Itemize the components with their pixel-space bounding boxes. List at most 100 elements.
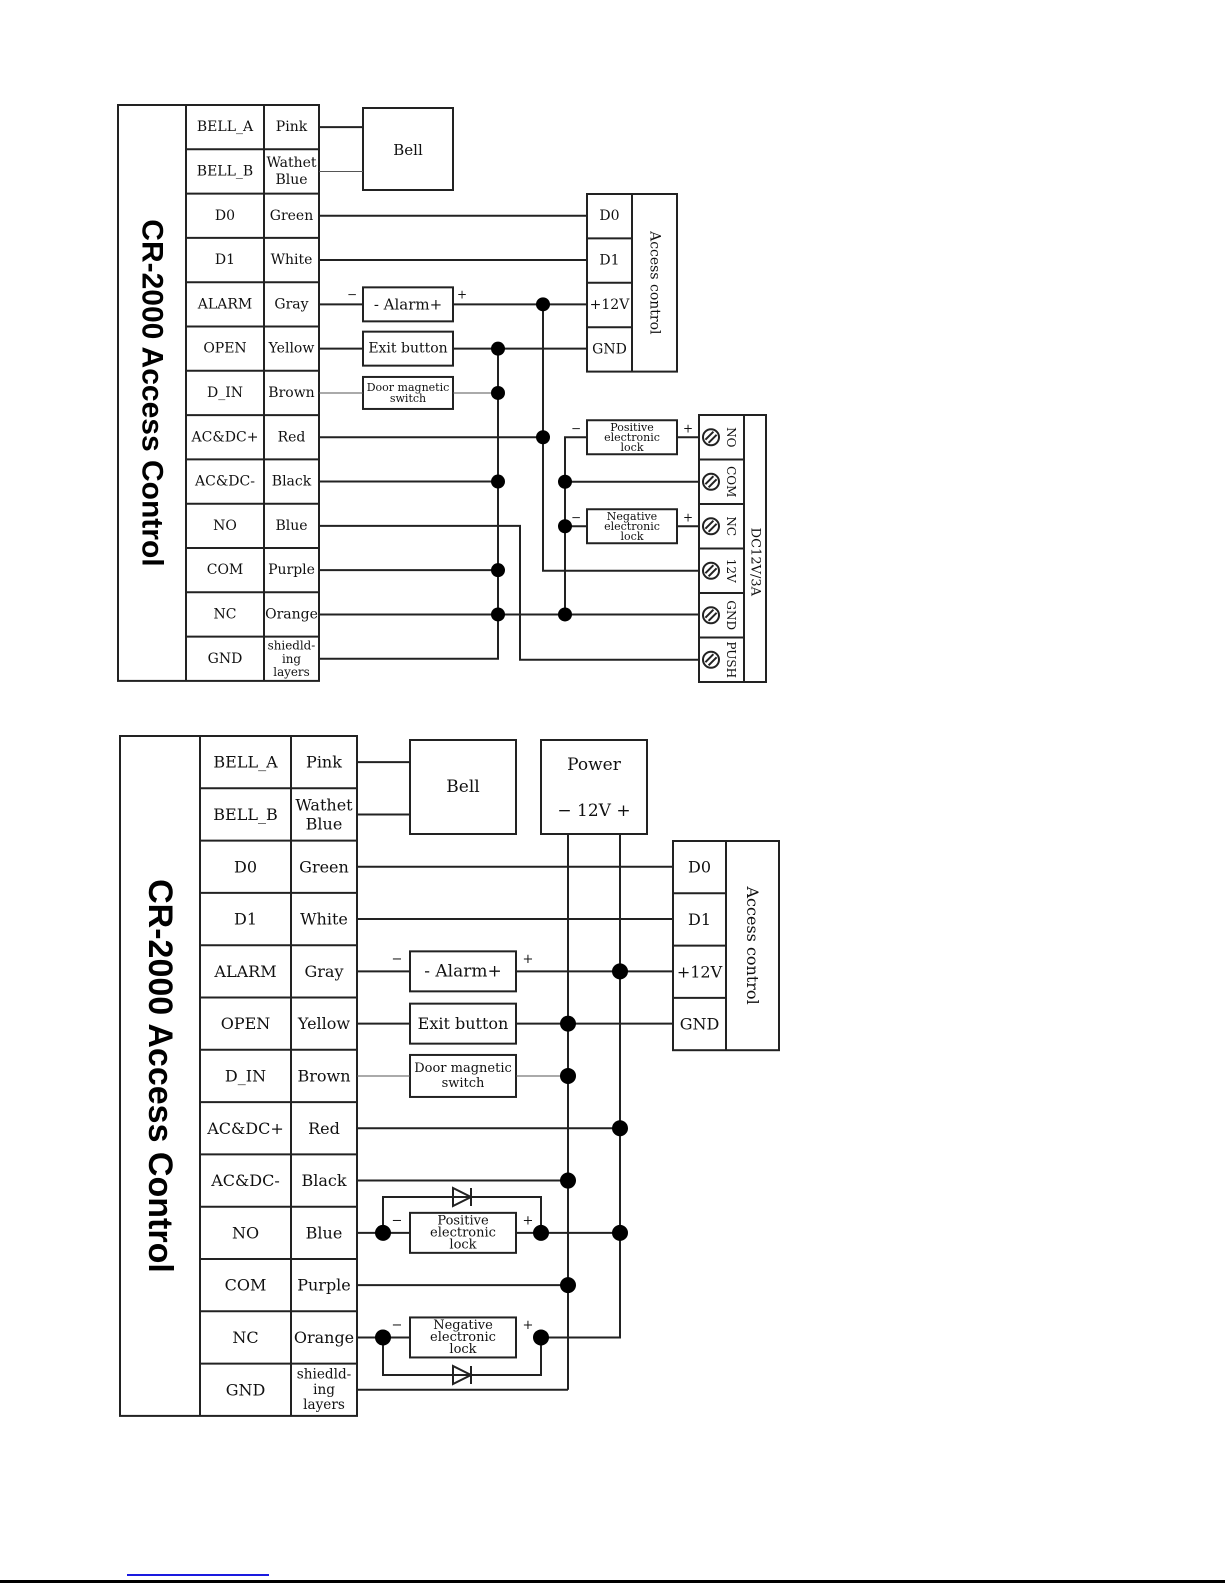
access-terminal-label: +12V [677, 962, 723, 981]
junction-dot [560, 1277, 576, 1294]
wire-color-label: ing [282, 652, 301, 666]
pin-name: BELL_B [213, 805, 277, 824]
power-terminal-label: NC [724, 516, 738, 536]
screw-slot [704, 519, 715, 530]
junction-dot [375, 1224, 391, 1241]
access-terminal-label: D0 [688, 858, 711, 877]
minus-sign: − [392, 952, 403, 967]
pin-name: NC [232, 1328, 258, 1347]
wire-color-label: Purple [268, 562, 315, 578]
door-switch-label: Door magnetic [367, 381, 450, 394]
power-terminal-label: GND [724, 600, 738, 630]
flyback-loop-top [382, 1196, 542, 1233]
positive-lock-label: electronic [604, 431, 660, 444]
access-terminal-label: GND [680, 1015, 720, 1034]
footer-rule [0, 1580, 1225, 1583]
power-supply-component: Power− 12V + [540, 739, 648, 835]
minus-sign: − [392, 1213, 403, 1228]
junction-dot [560, 1172, 576, 1189]
access-terminal-label: D1 [688, 910, 711, 929]
minus-sign: − [571, 421, 581, 435]
access-control-title: Access control [647, 230, 663, 335]
wire-12v-terminal [542, 304, 699, 572]
wire-color-label: White [300, 910, 348, 929]
footer-link-underline[interactable] [127, 1574, 269, 1576]
wire-color-label: Black [301, 1171, 346, 1190]
pin-name: ALARM [197, 296, 252, 312]
pin-name: AC&DC- [210, 1171, 280, 1190]
screw-slot [707, 434, 718, 444]
wire-color-label: Red [308, 1119, 340, 1138]
screw-slot [704, 564, 715, 574]
junction-dot [536, 297, 550, 312]
screw-slot [704, 653, 715, 663]
pin-name: D_IN [225, 1066, 266, 1085]
alarm-label: - Alarm+ [424, 961, 502, 981]
access-terminal-label: D1 [599, 253, 619, 269]
junction-dot [533, 1224, 549, 1241]
negative-lock-label: Negative [607, 510, 657, 523]
power-box [540, 739, 648, 835]
negative-lock-label: lock [449, 1342, 476, 1357]
pin-name: D1 [215, 252, 235, 268]
wire-color-label: Gray [274, 296, 308, 312]
device-title: CR-2000 Access Control [136, 219, 169, 566]
pin-name: NC [214, 606, 237, 622]
wire-color-label: Blue [275, 518, 307, 534]
alarm-component: - Alarm+−+ [392, 950, 533, 993]
junction-dot [375, 1329, 391, 1346]
pin-name: AC&DC+ [191, 429, 259, 445]
wire-color-label: Gray [304, 962, 343, 981]
screw-slot [707, 567, 718, 578]
junction-dot [491, 385, 505, 400]
bell-box [409, 739, 517, 835]
negative-lock-label: electronic [604, 520, 660, 533]
pin-name: AC&DC- [194, 474, 255, 490]
exit-button-box [409, 1002, 517, 1045]
wire-color-label: Black [272, 474, 312, 490]
terminal-screw-icon [702, 472, 720, 491]
junction-dot [612, 1224, 628, 1241]
junction-dot [536, 430, 550, 445]
power-terminal-label: COM [724, 466, 738, 497]
power-terminal-label: 12V [724, 559, 738, 583]
junction-dot [491, 607, 505, 622]
pin-row-ac-dc-: AC&DC+ Red [191, 429, 306, 445]
door-switch-label: switch [390, 392, 426, 405]
wire-color-label: Pink [276, 119, 308, 135]
negative-lock-box [586, 508, 678, 545]
pin-name: OPEN [203, 341, 246, 357]
bell-component: Bell [362, 107, 454, 191]
wire-color-label: shiedld- [297, 1367, 351, 1383]
plus-sign: + [523, 1213, 534, 1228]
positive-lock-label: Positive [437, 1213, 489, 1228]
junction-dot [612, 1120, 628, 1137]
positive-lock-label: Positive [610, 421, 653, 434]
negative-lock-label: lock [621, 530, 644, 543]
wire-color-label: Yellow [268, 341, 315, 357]
wire-color-label: Blue [306, 815, 343, 834]
positive-lock-label: lock [621, 441, 644, 454]
bell-box [362, 107, 454, 191]
exit-button-box [362, 330, 454, 367]
wire-color-label: Pink [306, 753, 342, 772]
wire-color-label: Orange [265, 606, 318, 622]
junction-dot [560, 1067, 576, 1084]
terminal-screw-icon [702, 428, 720, 447]
pin-row-nc: NC Orange [214, 606, 318, 622]
plus-sign: + [523, 1318, 534, 1333]
access-terminal-label: D0 [599, 208, 619, 224]
minus-sign: − [347, 287, 357, 301]
wire-color-label: Red [278, 429, 306, 445]
access-terminal-label: GND [592, 341, 627, 357]
